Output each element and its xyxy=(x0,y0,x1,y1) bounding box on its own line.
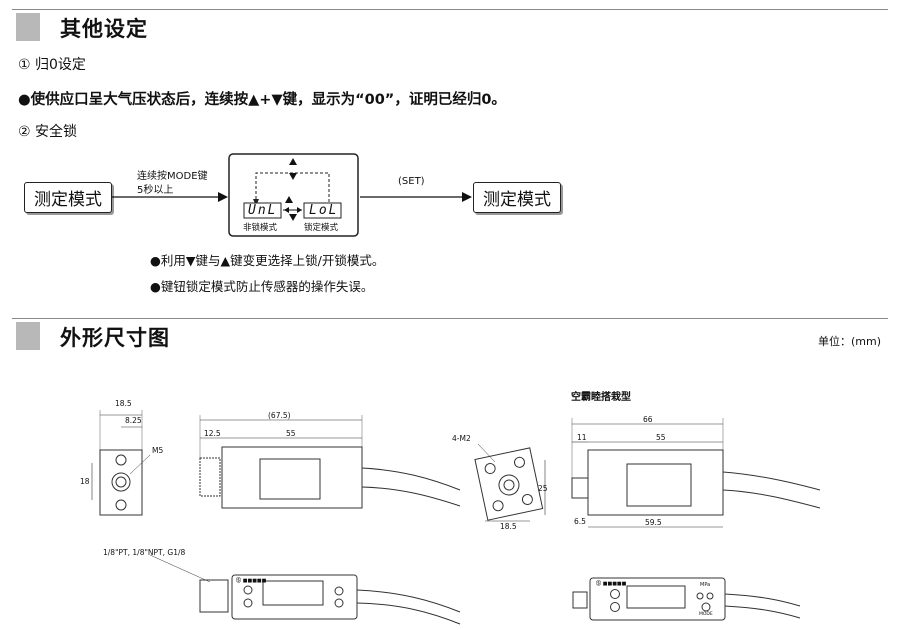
panel-mode-right: MODE xyxy=(699,612,713,617)
zero-setting-text: ●使供应口呈大气压状态后，连续按▲+▼键，显示为“00”，证明已经归0。 xyxy=(18,92,506,108)
panel-unit-right: MPa xyxy=(700,582,711,588)
panel-mount-type-label: 空霸睦搭栽型 xyxy=(571,392,631,403)
dim-66: 66 xyxy=(643,415,653,424)
lcd-lock-display: LoL xyxy=(309,203,339,218)
dim-67-5: (67.5) xyxy=(268,411,291,420)
measure-mode-box-right: 测定模式 xyxy=(473,182,561,213)
unit-label: 单位：(mm) xyxy=(818,335,882,348)
m2-label: 4-M2 xyxy=(452,434,471,443)
dim-11: 11 xyxy=(577,433,587,442)
dim-8-25: 8.25 xyxy=(125,416,142,425)
thread-note: 1/8"PT, 1/8"NPT, G1/8 xyxy=(103,548,186,557)
lock-mode-caption: 锁定模式 xyxy=(304,223,339,233)
zero-setting-heading: ① 归0设定 xyxy=(18,57,86,73)
dim-18-5-left: 18.5 xyxy=(115,399,132,408)
m5-label: M5 xyxy=(152,446,164,455)
section-marker xyxy=(16,13,40,41)
arrow-caption-line1: 连续按MODE键 xyxy=(137,171,208,182)
lcd-unlock-display: UnL xyxy=(248,203,278,218)
dim-55-left: 55 xyxy=(286,429,296,438)
measure-mode-box-left: 测定模式 xyxy=(24,182,112,213)
dim-18-5-right: 18.5 xyxy=(500,522,517,531)
section-rule-dimensions xyxy=(12,318,888,319)
panel-brand-right: Ⓢ ■■■■■ xyxy=(596,581,627,587)
panel-brand-left: Ⓢ ■■■■■ xyxy=(236,578,267,584)
safety-note-1: ●利用▼键与▲键变更选择上锁/开锁模式。 xyxy=(150,253,385,268)
section-marker-dimensions xyxy=(16,322,40,350)
dim-12-5: 12.5 xyxy=(204,429,221,438)
section-title-dimensions: 外形尺寸图 xyxy=(60,326,170,350)
dim-59-5: 59.5 xyxy=(645,518,662,527)
dim-6-5: 6.5 xyxy=(574,517,586,526)
safety-lock-heading: ② 安全锁 xyxy=(18,124,78,140)
section-rule-top xyxy=(12,9,888,10)
safety-lock-diagram xyxy=(112,153,472,237)
unlock-mode-caption: 非锁模式 xyxy=(243,223,278,233)
dim-18: 18 xyxy=(80,477,90,486)
arrow-caption-line2: 5秒以上 xyxy=(137,185,174,196)
safety-note-2: ●键钮锁定模式防止传感器的操作失误。 xyxy=(150,279,374,294)
dim-25: 25 xyxy=(538,484,548,493)
section-title-other-settings: 其他设定 xyxy=(60,17,148,41)
set-label: (SET) xyxy=(398,176,425,187)
dim-55-right: 55 xyxy=(656,433,666,442)
